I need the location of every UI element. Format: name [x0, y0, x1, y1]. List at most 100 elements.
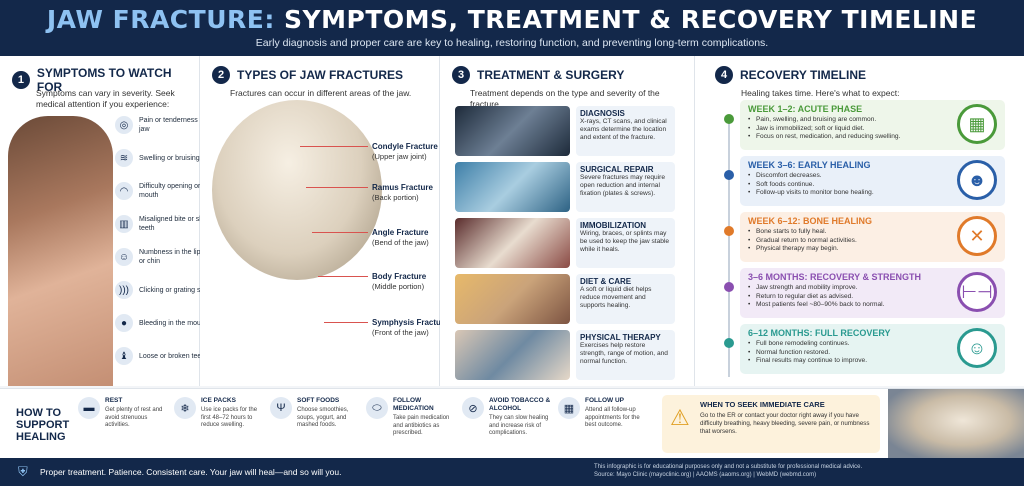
face-icon: ☺	[115, 248, 133, 266]
symptom-label: Numbness in the lips, face, or chin	[139, 249, 224, 265]
symptom-item: ▥ Misaligned bite or shifting teeth	[115, 215, 227, 233]
section-title: TREATMENT & SURGERY	[477, 68, 625, 82]
fracture-name: Ramus Fracture	[372, 183, 433, 192]
tooth-icon: ♝	[115, 347, 133, 365]
phase-bullet: Normal function restored.	[748, 349, 997, 358]
symptom-label: Pain or tenderness in the jaw	[139, 117, 217, 133]
treatment-photo	[455, 274, 570, 324]
teeth-icon: ▥	[115, 215, 133, 233]
calendar-icon: ▦	[957, 104, 997, 144]
dumbbell-icon: ⊢⊣	[957, 272, 997, 312]
target-icon: ◎	[115, 116, 133, 134]
symptom-label: Bleeding in the mouth	[139, 319, 207, 327]
section-number: 2	[212, 66, 230, 84]
tip-desc: Use ice packs for the first 48–72 hours …	[201, 407, 258, 428]
tip-desc: Take pain medication and antibiotics as …	[393, 415, 450, 436]
woman-jaw-pain-image	[8, 116, 113, 386]
footer-tagline: Proper treatment. Patience. Consistent c…	[40, 467, 342, 477]
fracture-name: Condyle Fracture	[372, 142, 438, 151]
warning-icon: ⚠	[670, 405, 690, 430]
tip-desc: Attend all follow-up appointments for th…	[585, 407, 640, 428]
doctor-icon: ☻	[957, 160, 997, 200]
timeline-line	[728, 115, 730, 377]
phase-bullets: Full bone remodeling continues.Normal fu…	[748, 340, 997, 366]
symptom-label: Loose or broken teeth	[139, 352, 208, 360]
section-intro: Symptoms can vary in severity. Seek medi…	[36, 88, 175, 109]
treatment-photo	[455, 106, 570, 156]
phase-bullet: Most patients feel ~80–90% back to norma…	[748, 301, 997, 310]
treatment-desc: Severe fractures may require open reduct…	[580, 174, 666, 197]
fracture-type-label: Ramus Fracture(Back portion)	[372, 183, 433, 203]
phase-bullet: Soft foods continue.	[748, 181, 997, 190]
fracture-name: Symphysis Fracture	[372, 318, 449, 327]
fractured-jaw-image	[888, 389, 1024, 459]
support-tip: ▦ FOLLOW UP Attend all follow-up appointme…	[558, 397, 648, 430]
phase-bullet: Follow-up visits to monitor bone healing…	[748, 189, 997, 198]
calendar-check-icon: ▦	[558, 397, 580, 419]
mouth-icon: ◠	[115, 182, 133, 200]
bed-icon: ▬	[78, 397, 100, 419]
warning-box: ⚠ WHEN TO SEEK IMMEDIATE CARE Go to the …	[662, 395, 880, 453]
treatment-desc: Exercises help restore strength, range o…	[580, 342, 668, 365]
footer-sources: Source: Mayo Clinic (mayoclinic.org) | A…	[594, 472, 817, 478]
phase-title: WEEK 3–6: EARLY HEALING	[748, 160, 871, 170]
phase-bullet: Jaw strength and mobility improve.	[748, 284, 997, 293]
recovery-phase: 6–12 MONTHS: FULL RECOVERYFull bone remo…	[740, 324, 1005, 374]
header: JAW FRACTURE: SYMPTOMS, TREATMENT & RECO…	[0, 0, 1024, 56]
tip-desc: Get plenty of rest and avoid strenuous a…	[105, 407, 163, 428]
phase-bullet: Discomfort decreases.	[748, 172, 997, 181]
support-section: HOW TO SUPPORT HEALING ▬ REST Get plenty o…	[0, 388, 1024, 459]
phase-bullet: Jaw is immobilized; soft or liquid diet.	[748, 125, 997, 134]
phase-bullets: Jaw strength and mobility improve.Return…	[748, 284, 997, 310]
treatment-photo	[455, 162, 570, 212]
treatment-title: DIAGNOSIS	[580, 109, 625, 118]
fracture-desc: (Bend of the jaw)	[372, 238, 429, 247]
fracture-desc: (Upper jaw joint)	[372, 152, 427, 161]
section-number: 4	[715, 66, 733, 84]
timeline-dot	[724, 114, 734, 124]
fracture-type-label: Condyle Fracture(Upper jaw joint)	[372, 142, 438, 162]
phase-bullet: Return to regular diet as advised.	[748, 293, 997, 302]
fracture-pointer-line	[312, 232, 368, 233]
page-title: JAW FRACTURE: SYMPTOMS, TREATMENT & RECO…	[46, 5, 978, 34]
fracture-type-label: Symphysis Fracture(Front of the jaw)	[372, 318, 448, 338]
phase-title: 3–6 MONTHS: RECOVERY & STRENGTH	[748, 272, 922, 282]
timeline-dot	[724, 282, 734, 292]
warning-desc: Go to the ER or contact your doctor righ…	[700, 412, 870, 435]
fracture-name: Angle Fracture	[372, 228, 429, 237]
symptom-label: Misaligned bite or shifting teeth	[139, 216, 218, 232]
fracture-desc: (Back portion)	[372, 193, 419, 202]
fracture-pointer-line	[306, 187, 368, 188]
tip-title: SOFT FOODS	[297, 397, 340, 404]
phase-bullet: Physical therapy may begin.	[748, 245, 997, 254]
tip-title: FOLLOW MEDICATION	[393, 397, 434, 412]
sound-icon: )))	[115, 281, 133, 299]
section-title: TYPES OF JAW FRACTURES	[237, 68, 404, 82]
phase-bullets: Pain, swelling, and bruising are common.…	[748, 116, 997, 142]
section-title: SYMPTOMS TO WATCH FOR	[36, 66, 172, 94]
phase-bullet: Bone starts to fully heal.	[748, 228, 997, 237]
symptom-item: )))Clicking or grating sensation	[115, 281, 227, 299]
timeline-dot	[724, 226, 734, 236]
recovery-phase: WEEK 6–12: BONE HEALINGBone starts to fu…	[740, 212, 1005, 262]
section-number: 3	[452, 66, 470, 84]
treatment-title: SURGICAL REPAIR	[580, 165, 654, 174]
swelling-icon: ≋	[115, 149, 133, 167]
symptom-item: ☺ Numbness in the lips, face, or chin	[115, 248, 227, 266]
support-title: HOW TO SUPPORT HEALING	[16, 407, 70, 443]
warning-title: WHEN TO SEEK IMMEDIATE CARE	[700, 400, 825, 409]
treatment-desc: X-rays, CT scans, and clinical exams det…	[580, 118, 667, 141]
support-tip: ▬ REST Get plenty of rest and avoid strenu…	[78, 397, 168, 430]
section-intro: Fractures can occur in different areas o…	[230, 88, 412, 98]
footer: ⛨ Proper treatment. Patience. Consistent…	[0, 458, 1024, 486]
tip-title: REST	[105, 397, 123, 404]
shield-icon: ⛨	[18, 464, 28, 479]
tip-title: FOLLOW UP	[585, 397, 624, 404]
